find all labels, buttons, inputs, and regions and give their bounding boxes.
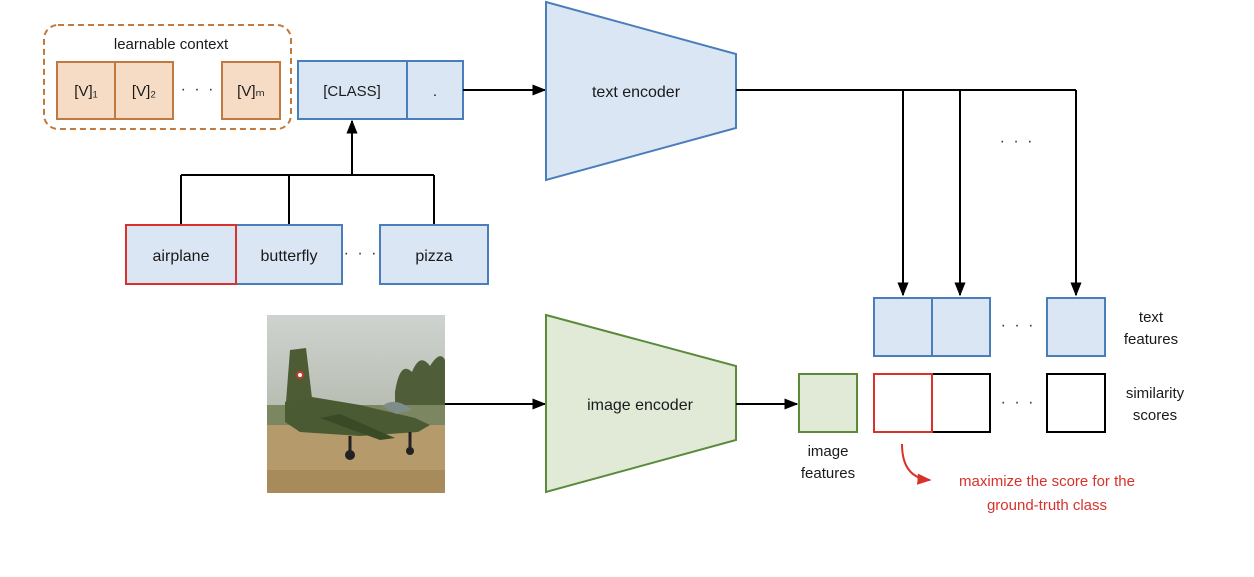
similarity-label-line2: scores	[1133, 407, 1177, 424]
period-token-label: .	[433, 83, 437, 100]
image-encoder-shape	[545, 313, 737, 494]
context-token-m-label: [V]ₘ	[237, 83, 265, 100]
class-pizza-label: pizza	[415, 248, 452, 265]
maximize-arrow	[901, 443, 932, 485]
context-token-2	[114, 61, 174, 120]
image-encoder-label: image encoder	[587, 397, 694, 414]
class-ellipsis: · · ·	[344, 245, 379, 262]
learnable-context-group: learnable context [V]₁ [V]₂ [V]ₘ · · ·	[43, 24, 292, 130]
context-token-1-label: [V]₁	[74, 83, 97, 100]
similarity-score-n	[1046, 373, 1106, 433]
maximize-note-line1: maximize the score for the	[959, 473, 1135, 490]
context-token-1	[56, 61, 116, 120]
text-feature-n	[1046, 297, 1106, 357]
maximize-note-line2: ground-truth class	[987, 497, 1107, 514]
context-token-2-label: [V]₂	[132, 83, 156, 100]
image-feature-box	[798, 373, 858, 433]
period-token-box	[406, 60, 464, 120]
text-encoder-label: text encoder	[592, 84, 681, 101]
text-features-label-line1: text	[1139, 309, 1164, 326]
image-features-label-line1: image	[808, 443, 849, 460]
class-tree-connectors	[180, 119, 435, 225]
class-token-label: [CLASS]	[323, 83, 381, 100]
text-feature-2	[931, 297, 991, 357]
class-airplane-box	[125, 224, 237, 285]
similarity-score-1	[873, 373, 933, 433]
similarity-ellipsis: · · ·	[1001, 394, 1036, 411]
context-title: learnable context	[114, 36, 229, 53]
context-token-m	[221, 61, 281, 120]
branch-ellipsis: · · ·	[1000, 133, 1035, 150]
input-airplane-image	[267, 315, 445, 493]
class-token-group: [CLASS] .	[297, 60, 464, 120]
image-features-label-line2: features	[801, 465, 855, 482]
text-features-label-line2: features	[1124, 331, 1178, 348]
class-names-group: airplane butterfly pizza · · ·	[125, 224, 489, 285]
text-encoder-shape	[545, 0, 737, 182]
similarity-label-line1: similarity	[1126, 385, 1185, 402]
class-butterfly-label: butterfly	[261, 248, 318, 265]
text-features-group: · · · text features	[873, 297, 1178, 357]
similarity-score-2	[931, 373, 991, 433]
text-feature-1	[873, 297, 933, 357]
context-ellipsis: · · ·	[181, 81, 216, 98]
similarity-scores-group: · · · similarity scores	[873, 373, 1185, 433]
class-pizza-box	[379, 224, 489, 285]
text-features-ellipsis: · · ·	[1001, 317, 1036, 334]
class-airplane-label: airplane	[153, 248, 210, 265]
text-output-connectors	[736, 89, 1082, 297]
